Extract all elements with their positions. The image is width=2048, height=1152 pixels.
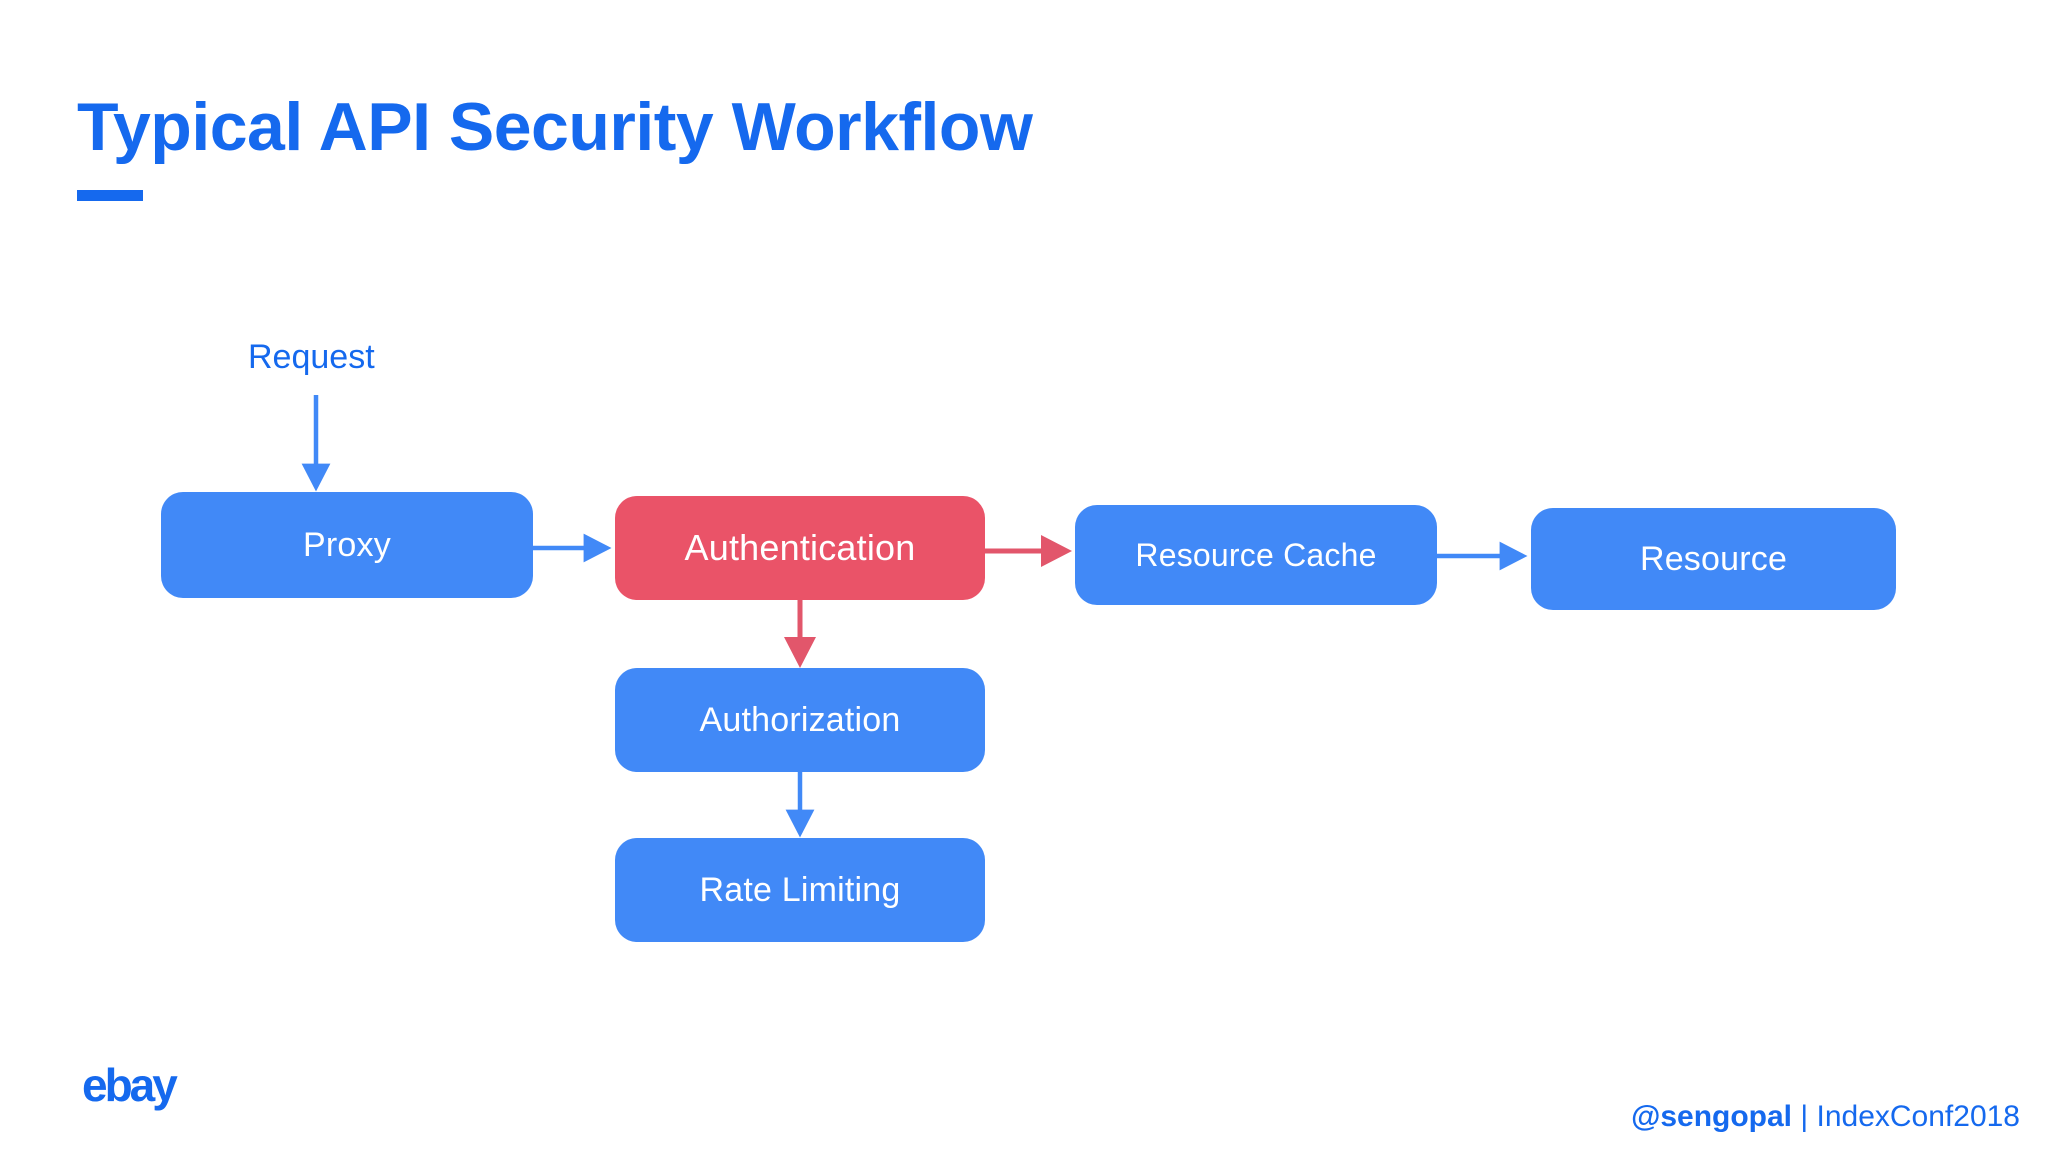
footer-event-name: IndexConf2018 [1816,1100,2021,1133]
title-underline-accent [77,190,143,201]
node-authorization-label: Authorization [699,700,901,739]
node-proxy[interactable]: Proxy [161,492,533,598]
footer-separator: | [1792,1100,1817,1133]
ebay-logo: ebay [82,1059,178,1111]
node-rate-limiting-label: Rate Limiting [699,870,901,909]
request-entry-label: Request [248,338,375,376]
node-authentication-label: Authentication [684,527,916,568]
node-resource-cache-label: Resource Cache [1135,536,1377,573]
node-proxy-label: Proxy [303,525,391,564]
footer-twitter-handle: @sengopal [1631,1100,1793,1133]
node-resource-cache[interactable]: Resource Cache [1075,505,1437,605]
page-title: Typical API Security Workflow [77,89,1033,165]
node-resource[interactable]: Resource [1531,508,1896,610]
node-authorization[interactable]: Authorization [615,668,985,772]
node-rate-limiting[interactable]: Rate Limiting [615,838,985,942]
title-block: Typical API Security Workflow [77,89,1033,201]
node-authentication[interactable]: Authentication [615,496,985,600]
footer-credit: @sengopal | IndexConf2018 [1631,1100,2020,1134]
node-resource-label: Resource [1639,539,1788,578]
